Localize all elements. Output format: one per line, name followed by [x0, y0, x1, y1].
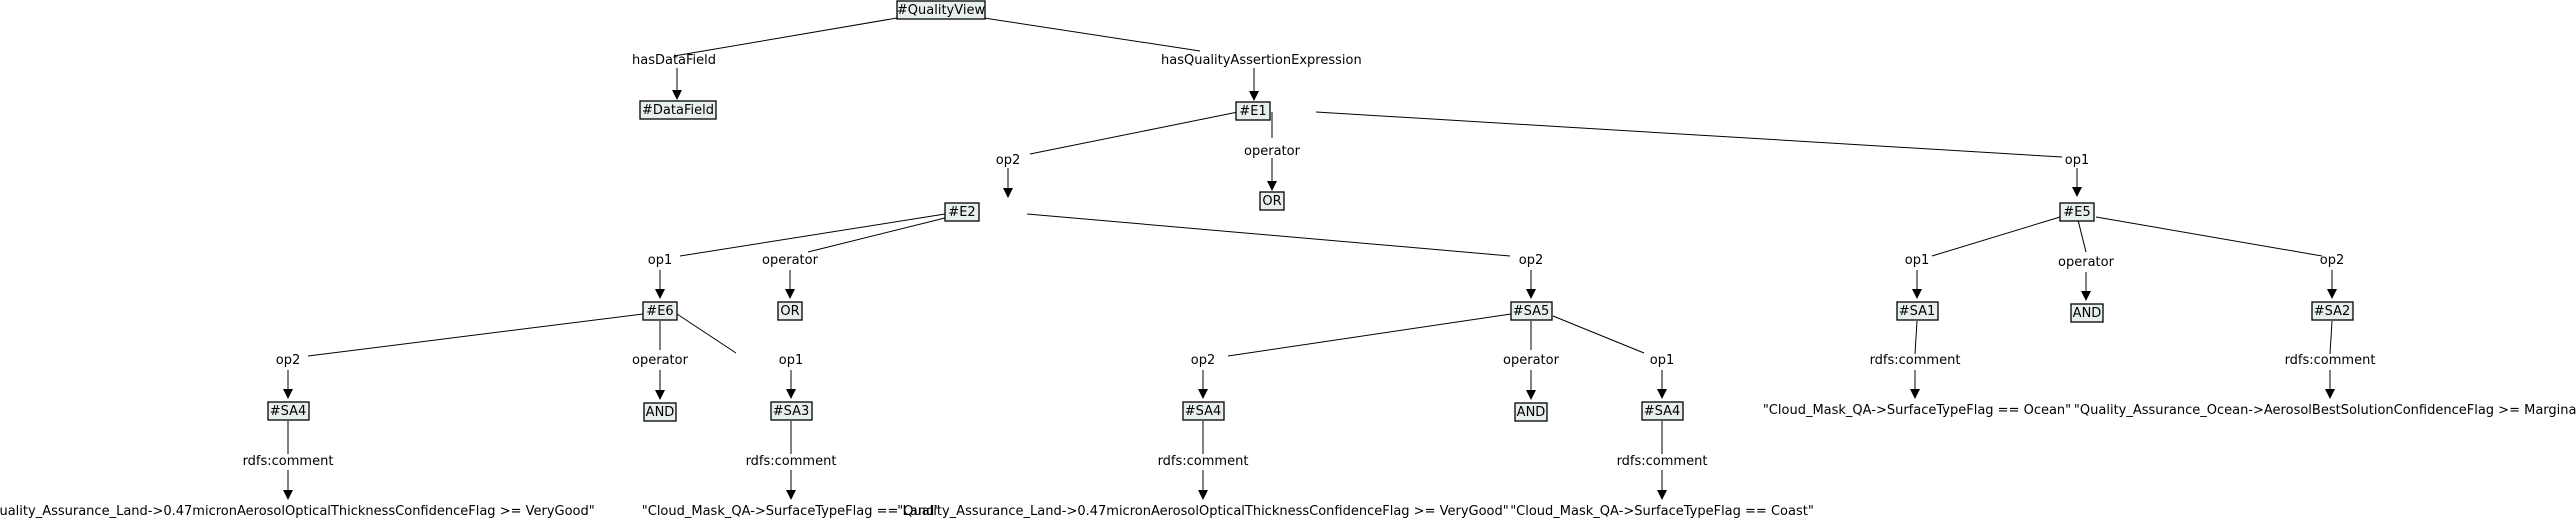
- edge-e6-op1: [676, 313, 737, 354]
- edge-e5-operator: [2077, 219, 2087, 253]
- edge-e6-op2: [307, 313, 644, 357]
- node-and-7: AND: [1514, 402, 1548, 422]
- node-label-sa3: #SA3: [773, 404, 810, 419]
- edge-e1-op2: [1029, 111, 1239, 155]
- edge-e5-op1: [1931, 216, 2061, 257]
- edge-label-sa4b-comment: rdfs:comment: [1158, 454, 1249, 469]
- node-label-datafield: #DataField: [642, 103, 714, 118]
- edge-label-e6-operator: operator: [632, 353, 689, 368]
- edge-label-sa4a-comment: rdfs:comment: [243, 454, 334, 469]
- edge-qv-hasqae: [983, 17, 1201, 52]
- node-label-sa2: #SA2: [2314, 304, 2351, 319]
- node-e5: #E5: [2059, 202, 2095, 222]
- edge-label-e1-op1: op1: [2065, 153, 2089, 168]
- node-label-and-6: AND: [646, 405, 675, 420]
- edge-sa2-comment: [2329, 320, 2333, 355]
- node-e6: #E6: [642, 301, 678, 321]
- edge-e5-op2: [2095, 216, 2323, 257]
- edge-label-hasqae: hasQualityAssertionExpression: [1161, 53, 1362, 68]
- node-sa4-b: #SA4: [1182, 401, 1225, 421]
- node-label-sa4-a: #SA4: [270, 404, 307, 419]
- literal-sa4-c: "Cloud_Mask_QA->SurfaceTypeFlag == Coast…: [1510, 504, 1814, 519]
- edge-label-e5-operator: operator: [2058, 255, 2115, 270]
- edge-qv-hasdatafield: [673, 17, 898, 57]
- edge-label-e6-op2: op2: [276, 353, 300, 368]
- node-sa5: #SA5: [1510, 301, 1553, 321]
- literal-sa1: "Cloud_Mask_QA->SurfaceTypeFlag == Ocean…: [1763, 403, 2071, 418]
- literal-sa3: "Cloud_Mask_QA->SurfaceTypeFlag == Land": [642, 504, 940, 519]
- edge-sa5-op1: [1552, 315, 1645, 354]
- edge-label-e2-op1: op1: [648, 253, 672, 268]
- node-label-and-7: AND: [1517, 405, 1546, 420]
- edge-e1-op1: [1315, 111, 2063, 158]
- edge-e2-op2: [1026, 213, 1511, 257]
- node-sa1: #SA1: [1896, 301, 1939, 321]
- literals: "Cloud_Mask_QA->SurfaceTypeFlag == Ocean…: [0, 403, 2576, 519]
- node-label-sa4-b: #SA4: [1185, 404, 1222, 419]
- node-e1: #E1: [1235, 101, 1271, 121]
- node-label-and-5: AND: [2073, 306, 2102, 321]
- node-label-sa4-c: #SA4: [1644, 404, 1681, 419]
- node-or-1: OR: [1259, 191, 1285, 211]
- edge-label-sa5-operator: operator: [1503, 353, 1560, 368]
- literal-sa4-b: "Quality_Assurance_Land->0.47micronAeros…: [897, 504, 1508, 519]
- edge-labels: hasDataField hasQualityAssertionExpressi…: [243, 53, 2376, 469]
- node-label-e5: #E5: [2063, 205, 2090, 220]
- node-and-5: AND: [2070, 303, 2104, 323]
- edge-label-e6-op1: op1: [779, 353, 803, 368]
- edge-label-sa3-comment: rdfs:comment: [746, 454, 837, 469]
- edge-label-hasdatafield: hasDataField: [632, 53, 716, 68]
- node-sa3: #SA3: [770, 401, 813, 421]
- node-e2: #E2: [944, 202, 980, 222]
- node-label-or-2: OR: [780, 304, 799, 319]
- node-datafield: #DataField: [639, 100, 717, 120]
- edge-label-e2-op2: op2: [1519, 253, 1543, 268]
- node-label-sa1: #SA1: [1899, 304, 1936, 319]
- edge-label-sa4c-comment: rdfs:comment: [1617, 454, 1708, 469]
- edge-sa1-comment: [1914, 320, 1918, 355]
- node-sa4-a: #SA4: [267, 401, 310, 421]
- node-quality-view: #QualityView: [896, 0, 986, 20]
- node-label-e1: #E1: [1239, 104, 1266, 119]
- node-sa2: #SA2: [2311, 301, 2354, 321]
- node-and-6: AND: [643, 402, 677, 422]
- literal-sa2: "Quality_Assurance_Ocean->AerosolBestSol…: [2074, 403, 2576, 418]
- edge-label-e2-operator: operator: [762, 253, 819, 268]
- edge-label-e5-op1: op1: [1905, 253, 1929, 268]
- edge-e2-operator: [807, 217, 946, 253]
- literal-sa4-a: "Quality_Assurance_Land->0.47micronAeros…: [0, 504, 595, 519]
- node-label-sa5: #SA5: [1513, 304, 1550, 319]
- edge-e2-op1: [679, 213, 946, 257]
- edges: [283, 17, 2337, 500]
- edge-label-e1-op2: op2: [996, 153, 1020, 168]
- node-label-or-1: OR: [1262, 194, 1281, 209]
- edge-label-e1-operator: operator: [1244, 144, 1301, 159]
- edge-label-sa1-comment: rdfs:comment: [1870, 353, 1961, 368]
- edge-label-sa2-comment: rdfs:comment: [2285, 353, 2376, 368]
- node-or-2: OR: [777, 301, 803, 321]
- nodes: #QualityView #DataField #E1 OR #E2 #E5 #…: [267, 0, 2354, 422]
- edge-label-sa5-op2: op2: [1191, 353, 1215, 368]
- edge-sa5-op2: [1227, 313, 1512, 357]
- node-label-quality-view: #QualityView: [897, 3, 986, 18]
- node-sa4-c: #SA4: [1641, 401, 1684, 421]
- node-label-e2: #E2: [948, 205, 975, 220]
- edge-label-sa5-op1: op1: [1650, 353, 1674, 368]
- node-label-e6: #E6: [646, 304, 673, 319]
- edge-label-e5-op2: op2: [2320, 253, 2344, 268]
